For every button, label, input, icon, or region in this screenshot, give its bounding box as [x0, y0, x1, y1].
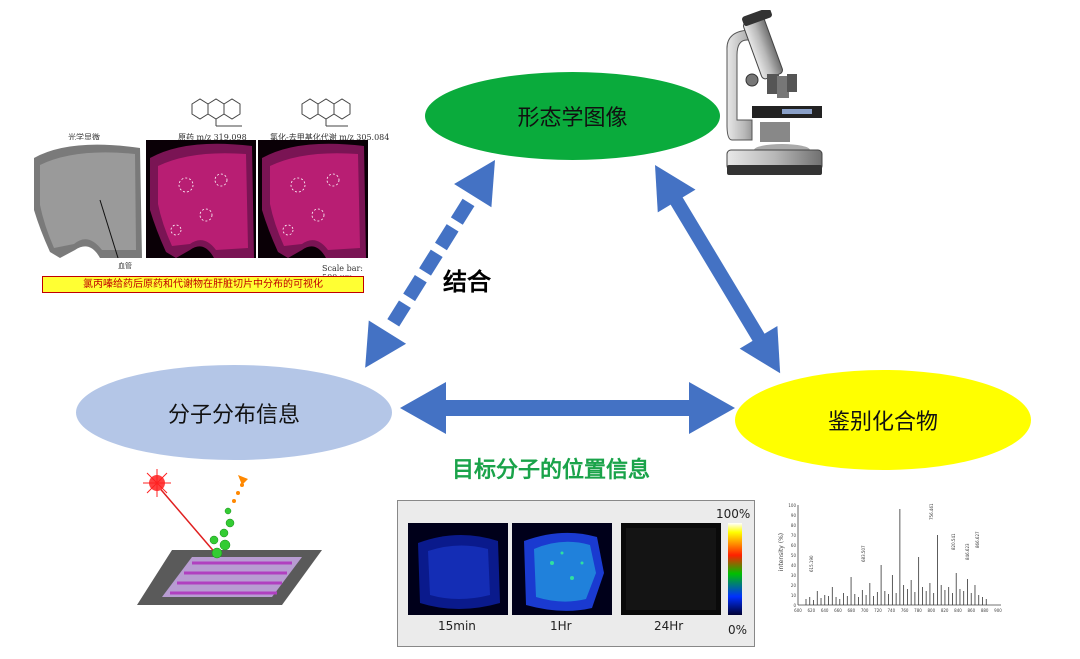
y-tick-label: 50 — [791, 553, 797, 558]
edge-label-target-position: 目标分子的位置信息 — [452, 458, 651, 483]
time-label-15min: 15min — [438, 619, 476, 633]
time-slot-1hr — [512, 523, 612, 615]
node-morphology-label: 形态学图像 — [517, 106, 628, 131]
y-tick-label: 30 — [791, 573, 797, 578]
time-label-24hr: 24Hr — [654, 619, 684, 633]
y-tick-label: 100 — [788, 503, 796, 508]
y-tick-label: 40 — [791, 563, 797, 568]
x-tick-label: 840 — [954, 608, 962, 613]
peak-label: 866.627 — [975, 531, 980, 548]
x-tick-label: 600 — [794, 608, 802, 613]
time-label-1hr: 1Hr — [550, 619, 572, 633]
node-identify-compounds: 鉴别化合物 — [735, 370, 1031, 470]
microscope-icon — [726, 10, 823, 175]
time-series-panel: 100% 0% 15min 1Hr 24Hr — [397, 500, 755, 647]
y-tick-label: 90 — [791, 513, 797, 518]
mass-spectrum-peak-labels: 615.190 683.507 756.461 820.541 846.623 866.6… — [809, 503, 980, 572]
x-tick-label: 800 — [928, 608, 936, 613]
y-tick-label: 20 — [791, 583, 797, 588]
x-tick-label: 700 — [861, 608, 869, 613]
peak-label: 846.623 — [965, 543, 970, 560]
x-tick-label: 640 — [821, 608, 829, 613]
node-morphology: 形态学图像 — [425, 72, 720, 160]
arrow-morph-ident — [655, 165, 781, 374]
x-tick-label: 820 — [941, 608, 949, 613]
x-tick-label: 880 — [981, 608, 989, 613]
chemical-structure-metabolite-icon — [301, 98, 351, 127]
histology-header-metabolite: 氯化-去甲基化代谢 m/z 305.084 — [270, 133, 390, 142]
time-slot-24hr — [621, 523, 721, 615]
x-tick-label: 900 — [994, 608, 1002, 613]
node-identify-compounds-label: 鉴别化合物 — [827, 410, 938, 435]
arrow-mol-ident — [400, 382, 735, 434]
intensity-color-scale — [728, 523, 742, 615]
mass-spectrum-peaks — [805, 509, 987, 605]
laser-ablation-icon — [137, 469, 322, 605]
peak-label: 756.461 — [929, 503, 934, 520]
x-tick-label: 740 — [888, 608, 896, 613]
node-molecular-distribution-label: 分子分布信息 — [167, 402, 300, 428]
time-slot-15min — [408, 523, 508, 615]
edge-label-combine: 结合 — [443, 268, 491, 296]
scale-top-label: 100% — [716, 507, 751, 521]
arrow-morph-mol-dashed — [365, 160, 495, 368]
y-tick-label: 60 — [791, 543, 797, 548]
x-tick-label: 720 — [874, 608, 882, 613]
x-tick-label: 780 — [914, 608, 922, 613]
x-tick-label: 760 — [901, 608, 909, 613]
histology-figure: 光学显微 原药 m/z 319.098 氯化-去甲基化代谢 m/z 305.08… — [30, 96, 389, 294]
peak-label: 615.190 — [809, 555, 814, 572]
histology-metabolite-panel — [258, 140, 368, 258]
histology-pointer-label: 血管 — [118, 262, 132, 270]
chemical-structure-parent-icon — [191, 98, 242, 127]
scale-bottom-label: 0% — [728, 623, 748, 637]
x-tick-label: 660 — [834, 608, 842, 613]
peak-label: 820.541 — [951, 533, 956, 550]
x-tick-label: 680 — [848, 608, 856, 613]
y-tick-label: 70 — [791, 533, 797, 538]
y-tick-label: 10 — [791, 593, 797, 598]
peak-label: 683.507 — [861, 545, 866, 562]
mass-spectrum-x-ticks: 600 620 640 660 680 700 720 740 760 780 800 820 840 8… — [794, 608, 1002, 613]
y-tick-label: 0 — [793, 603, 796, 608]
histology-optical-panel — [30, 140, 144, 258]
mass-spectrum-y-ticks: 0 10 20 30 40 50 60 70 80 90 100 — [788, 503, 796, 608]
histology-caption: 氯丙嗪给药后原药和代谢物在肝脏切片中分布的可视化 — [42, 276, 364, 293]
x-tick-label: 620 — [808, 608, 816, 613]
mass-spectrum-y-label: intensity (%) — [778, 533, 785, 571]
histology-parent-panel — [146, 140, 256, 258]
x-tick-label: 860 — [968, 608, 976, 613]
histology-header-parent: 原药 m/z 319.098 — [178, 133, 247, 142]
histology-header-optical: 光学显微 — [68, 133, 100, 142]
mass-spectrum: intensity (%) 0 10 20 30 40 50 60 70 80 90 100 600… — [778, 503, 1002, 613]
y-tick-label: 80 — [791, 523, 797, 528]
node-molecular-distribution: 分子分布信息 — [76, 365, 392, 460]
